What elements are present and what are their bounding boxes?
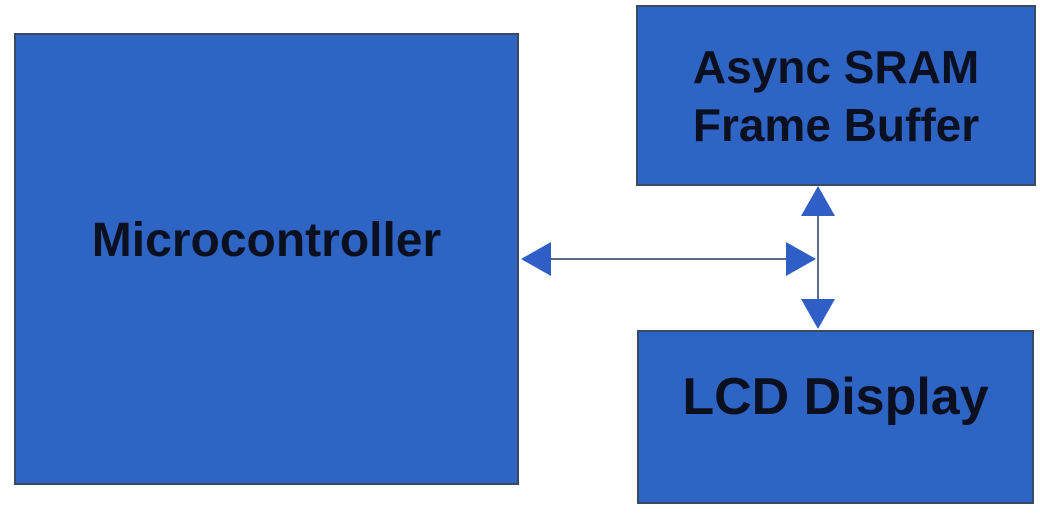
vertical-double-arrow [801, 186, 835, 329]
horizontal-arrow-right-head [786, 242, 816, 276]
vertical-arrow-up-head [801, 186, 835, 216]
sram-label: Async SRAM Frame Buffer [693, 38, 979, 154]
node-microcontroller: Microcontroller [14, 33, 519, 485]
vertical-arrow-down-head [801, 299, 835, 329]
node-async-sram-frame-buffer: Async SRAM Frame Buffer [636, 5, 1036, 186]
lcd-label: LCD Display [682, 368, 989, 426]
horizontal-double-arrow [521, 242, 816, 276]
horizontal-arrow-left-head [521, 242, 551, 276]
sram-label-line2: Frame Buffer [692, 98, 980, 151]
node-lcd-display: LCD Display [637, 330, 1034, 504]
microcontroller-label: Microcontroller [91, 213, 442, 267]
sram-label-line1: Async SRAM [692, 40, 980, 93]
